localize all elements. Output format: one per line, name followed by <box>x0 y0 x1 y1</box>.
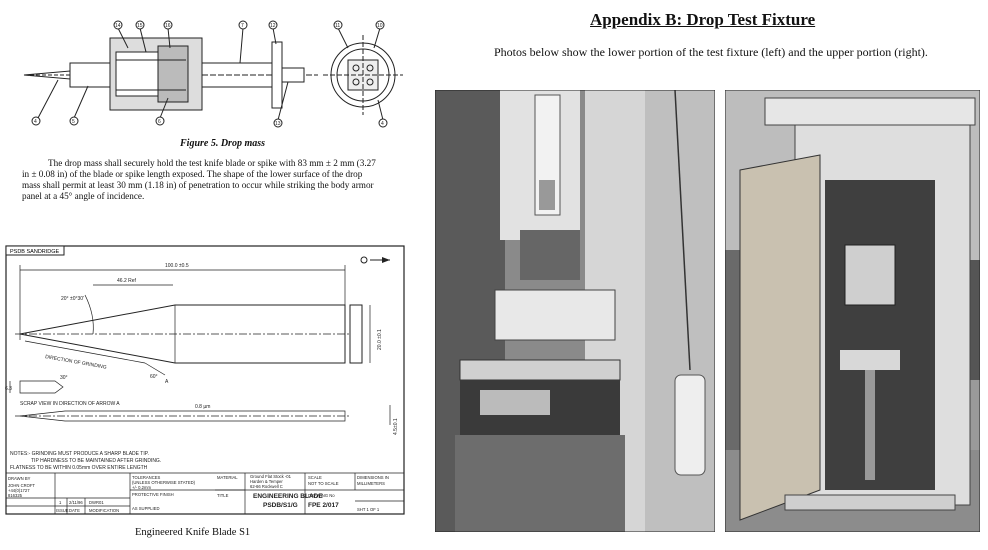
roughness: 0.8 µm <box>195 404 210 410</box>
callout: 13 <box>275 121 281 127</box>
tb-drawn-by: DRAWN BY <box>8 476 31 481</box>
callout: 5 <box>72 119 75 125</box>
tb-material-val2: Harden & Temper <box>250 479 283 484</box>
engineering-blade-drawing: PSDB SANDRIDGE <box>5 245 405 515</box>
dim-small: 6.3 <box>5 386 12 392</box>
dim-ref: 46.2 Ref <box>117 278 137 284</box>
thickness: 4.5±0.1 <box>393 418 399 435</box>
tb-finish-label: PROTECTIVE FINISH <box>132 492 174 497</box>
tb-drawing-no-label: DRAWING No <box>308 493 335 498</box>
note-line: NOTES:- GRINDING MUST PRODUCE A SHARP BL… <box>10 451 149 457</box>
tb-tol-val: +/- 0.2mm <box>132 485 151 490</box>
drawing-header-tag: PSDB SANDRIDGE <box>10 249 60 255</box>
height-dim: 20.0 ±0.1 <box>377 329 383 350</box>
tb-material-label: MATERIAL <box>217 475 238 480</box>
note-line: FLATNESS TO BE WITHIN 0.05mm OVER ENTIRE… <box>10 465 148 471</box>
tb-issue-no: 1 <box>59 500 62 505</box>
tb-mod-no: DWR01 <box>89 500 104 505</box>
callout: 15 <box>137 23 143 29</box>
note-line: TIP HARDNESS TO BE MAINTAINED AFTER GRIN… <box>31 458 161 464</box>
callout: 11 <box>335 23 340 29</box>
appendix-title: Appendix B: Drop Test Fixture <box>590 10 816 29</box>
callout: 6 <box>158 119 161 125</box>
arrow-a: A <box>165 379 169 385</box>
scrap-label: SCRAP VIEW IN DIRECTION OF ARROW A <box>20 401 120 407</box>
tb-material-val1: Ground Flat Stock -01 <box>250 474 292 479</box>
fixture-upper-photo <box>725 90 980 532</box>
tb-phone2: 816325 <box>8 493 23 498</box>
fixture-lower-photo <box>435 90 715 532</box>
callout: 12 <box>270 23 276 29</box>
tb-material-val3: 62-66 Rockwell C <box>250 484 283 489</box>
tb-title-code: PSDB/S1/G <box>263 502 298 509</box>
tb-drawn-name: JOHN CROFT <box>8 483 35 488</box>
tb-mod-label: MODIFICATION <box>89 508 119 513</box>
callout: 4 <box>34 119 37 125</box>
callout: 10 <box>377 23 383 29</box>
tb-tolerances: TOLERANCES <box>132 475 161 480</box>
tb-phone: +44(0)1727 <box>8 488 30 493</box>
drop-mass-paragraph: The drop mass shall securely hold the te… <box>22 158 376 201</box>
tb-dims-label: DIMENSIONS IN <box>357 475 389 480</box>
callout: 16 <box>165 23 171 29</box>
tb-date-label: DATE <box>69 508 80 513</box>
drop-mass-drawing: 4 5 14 15 16 7 6 12 13 11 10 4 <box>23 20 403 128</box>
tb-scale-val: NOT TO SCALE <box>308 481 339 486</box>
tb-finish-val: AS SUPPLIED <box>132 506 159 511</box>
callout: 14 <box>115 23 121 29</box>
dim-overall: 100.0 ±0.5 <box>165 263 189 269</box>
angle-main: 20° ±0°30' <box>61 296 84 302</box>
blade-sketch-icon <box>360 256 390 264</box>
callout: 7 <box>241 23 244 29</box>
appendix-paragraph: Photos below show the lower portion of t… <box>494 45 928 59</box>
tb-tol-sub: (UNLESS OTHERWISE STATED) <box>132 480 196 485</box>
tb-title-val: ENGINEERING BLADE <box>253 493 323 500</box>
tb-title-label: TITLE <box>217 493 229 498</box>
tb-issue-label: ISSUE <box>56 508 69 513</box>
callout: 4 <box>381 121 384 127</box>
tb-scale-label: SCALE <box>308 475 322 480</box>
tb-sheet: SHT 1 OF 1 <box>357 507 380 512</box>
angle-small: 60° <box>150 374 158 380</box>
figure-5-caption: Figure 5. Drop mass <box>180 138 266 149</box>
blade-caption: Engineered Knife Blade S1 <box>135 527 251 538</box>
tb-dims-val: MILLIMETERS <box>357 481 385 486</box>
angle-scrap: 30° <box>60 375 68 381</box>
tb-drawing-no: FPE 2/017 <box>308 502 339 509</box>
tb-issue-date: 2/11/96 <box>69 500 83 505</box>
